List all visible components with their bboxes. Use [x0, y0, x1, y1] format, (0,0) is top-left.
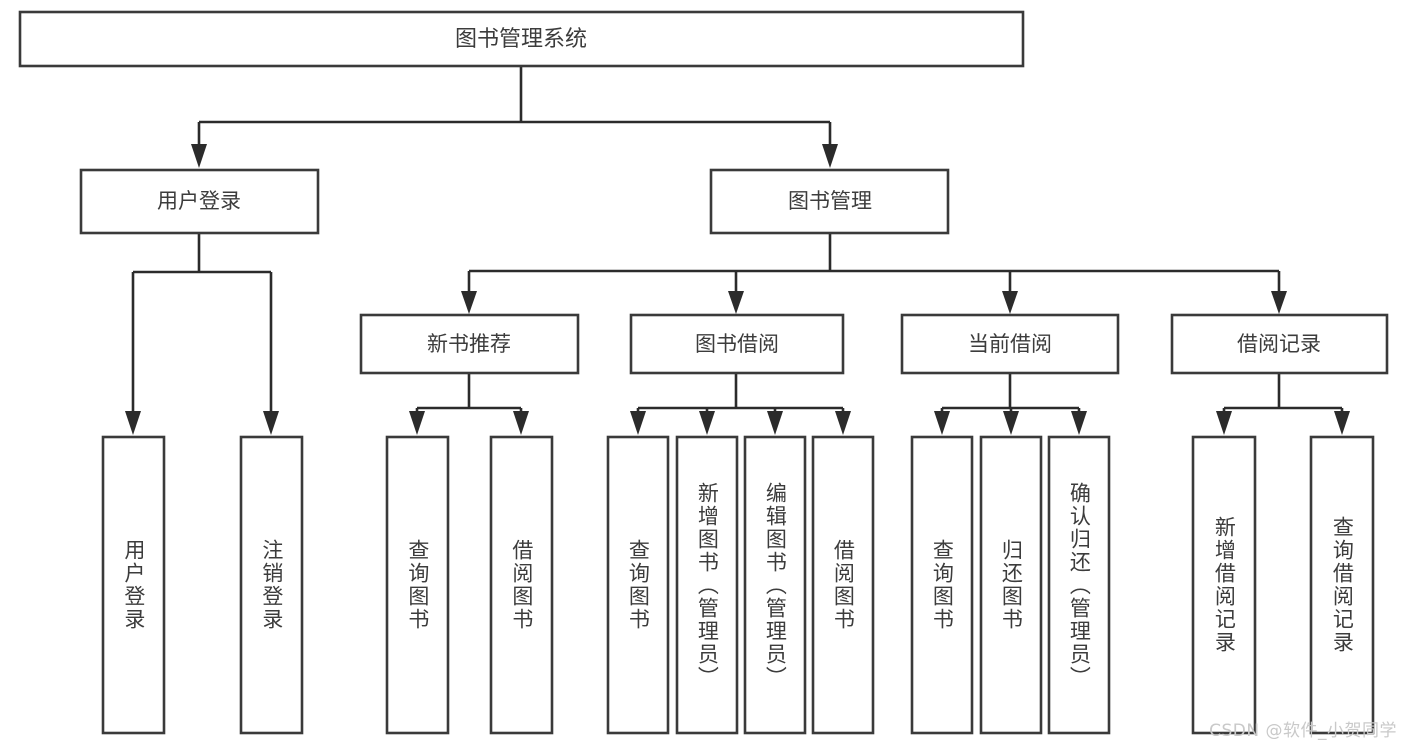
leaf-box-current-borrow-3[interactable] [1047, 435, 1111, 735]
node-root-label: 图书管理系统 [455, 27, 587, 52]
arrow-current-borrow-leaf-3-icon [1071, 411, 1087, 435]
arrow-user-login-leaf-2-icon [263, 411, 279, 435]
node-root-library-system[interactable]: 图书管理系统 [18, 10, 1025, 68]
arrow-book-borrow-leaf-2-icon [699, 411, 715, 435]
node-book-borrow[interactable]: 图书借阅 [629, 313, 845, 375]
node-book-management-box [709, 168, 950, 235]
arrow-root-to-book-mgmt-icon [822, 144, 838, 168]
arrow-book-borrow-leaf-1-icon [630, 411, 646, 435]
node-current-borrow-box [900, 313, 1120, 375]
arrow-new-book-leaf-2-icon [513, 411, 529, 435]
node-current-borrow[interactable]: 当前借阅 [900, 313, 1120, 375]
node-user-login-box [79, 168, 320, 235]
arrow-user-login-leaf-1-icon [125, 411, 141, 435]
leaf-box-current-borrow-1[interactable] [910, 435, 974, 735]
arrow-book-borrow-leaf-3-icon [767, 411, 783, 435]
node-borrow-record-box [1170, 313, 1389, 375]
leaf-box-book-borrow-4[interactable] [811, 435, 875, 735]
connector-group-root [191, 66, 838, 168]
node-book-borrow-label: 图书借阅 [695, 332, 779, 356]
arrow-book-borrow-leaf-4-icon [835, 411, 851, 435]
arrow-root-to-user-login-icon [191, 144, 207, 168]
node-new-book-recommend-box [359, 313, 580, 375]
leaf-box-new-book-1[interactable] [385, 435, 450, 735]
arrow-book-mgmt-to-new-book-icon [461, 291, 477, 314]
arrow-book-mgmt-to-borrow-record-icon [1271, 291, 1287, 314]
leaf-box-book-borrow-3[interactable] [743, 435, 807, 735]
node-user-login-label: 用户登录 [157, 189, 241, 213]
node-new-book-recommend-label: 新书推荐 [427, 332, 511, 356]
leaf-box-current-borrow-2[interactable] [979, 435, 1043, 735]
leaf-box-borrow-record-2[interactable] [1309, 435, 1375, 735]
arrow-book-mgmt-to-current-borrow-icon [1002, 291, 1018, 314]
node-borrow-record-label: 借阅记录 [1237, 332, 1321, 356]
arrow-borrow-record-leaf-1-icon [1216, 411, 1232, 435]
arrow-current-borrow-leaf-1-icon [934, 411, 950, 435]
leaf-box-book-borrow-2[interactable] [675, 435, 739, 735]
connector-group-current-borrow [934, 373, 1087, 435]
node-user-login[interactable]: 用户登录 [79, 168, 320, 235]
leaf-box-user-login-1[interactable] [101, 435, 166, 735]
leaf-box-borrow-record-1[interactable] [1191, 435, 1257, 735]
leaf-box-user-login-2[interactable] [239, 435, 304, 735]
leaf-box-book-borrow-1[interactable] [606, 435, 670, 735]
arrow-borrow-record-leaf-2-icon [1334, 411, 1350, 435]
leaf-box-new-book-2[interactable] [489, 435, 554, 735]
node-current-borrow-label: 当前借阅 [968, 332, 1052, 356]
arrow-book-mgmt-to-book-borrow-icon [728, 291, 744, 314]
node-root-box [18, 10, 1025, 68]
csdn-watermark: CSDN @软件_小贺同学 [1209, 721, 1397, 741]
node-book-management[interactable]: 图书管理 [709, 168, 950, 235]
arrow-new-book-leaf-1-icon [409, 411, 425, 435]
node-book-borrow-box [629, 313, 845, 375]
connector-group-borrow-record [1216, 373, 1350, 435]
arrow-current-borrow-leaf-2-icon [1003, 411, 1019, 435]
node-book-management-label: 图书管理 [788, 189, 872, 213]
connector-group-new-book-recommend [409, 373, 529, 435]
connector-group-book-management [461, 233, 1287, 314]
connector-group-book-borrow [630, 373, 851, 435]
connector-group-user-login [125, 233, 279, 435]
node-new-book-recommend[interactable]: 新书推荐 [359, 313, 580, 375]
node-borrow-record[interactable]: 借阅记录 [1170, 313, 1389, 375]
